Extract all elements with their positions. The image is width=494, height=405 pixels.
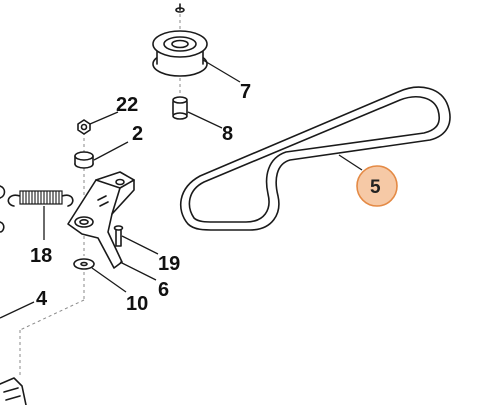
callout-22: 22 [116,94,138,116]
callout-10: 10 [126,293,148,315]
callout-7: 7 [240,81,251,103]
nut-part [77,119,91,135]
highlight-marker [356,165,398,207]
tensioner-arm-part [67,171,135,269]
bolt-part [113,225,124,247]
bushing-part [74,151,94,169]
drive-belt-part [180,86,451,231]
callout-4: 4 [36,288,48,310]
callout-6: 6 [158,279,169,301]
callout-19: 19 [158,253,180,275]
leader-lines [0,59,363,319]
callout-5: 5 [370,177,381,198]
callout-8: 8 [222,123,233,145]
callout-2: 2 [132,123,143,145]
washer-part [73,258,95,270]
frame-fragment-part [0,377,27,405]
spacer-bushing-part [172,96,188,120]
callout-18: 18 [30,245,52,267]
idler-pulley-part [152,3,208,77]
tension-spring-part [0,185,74,233]
